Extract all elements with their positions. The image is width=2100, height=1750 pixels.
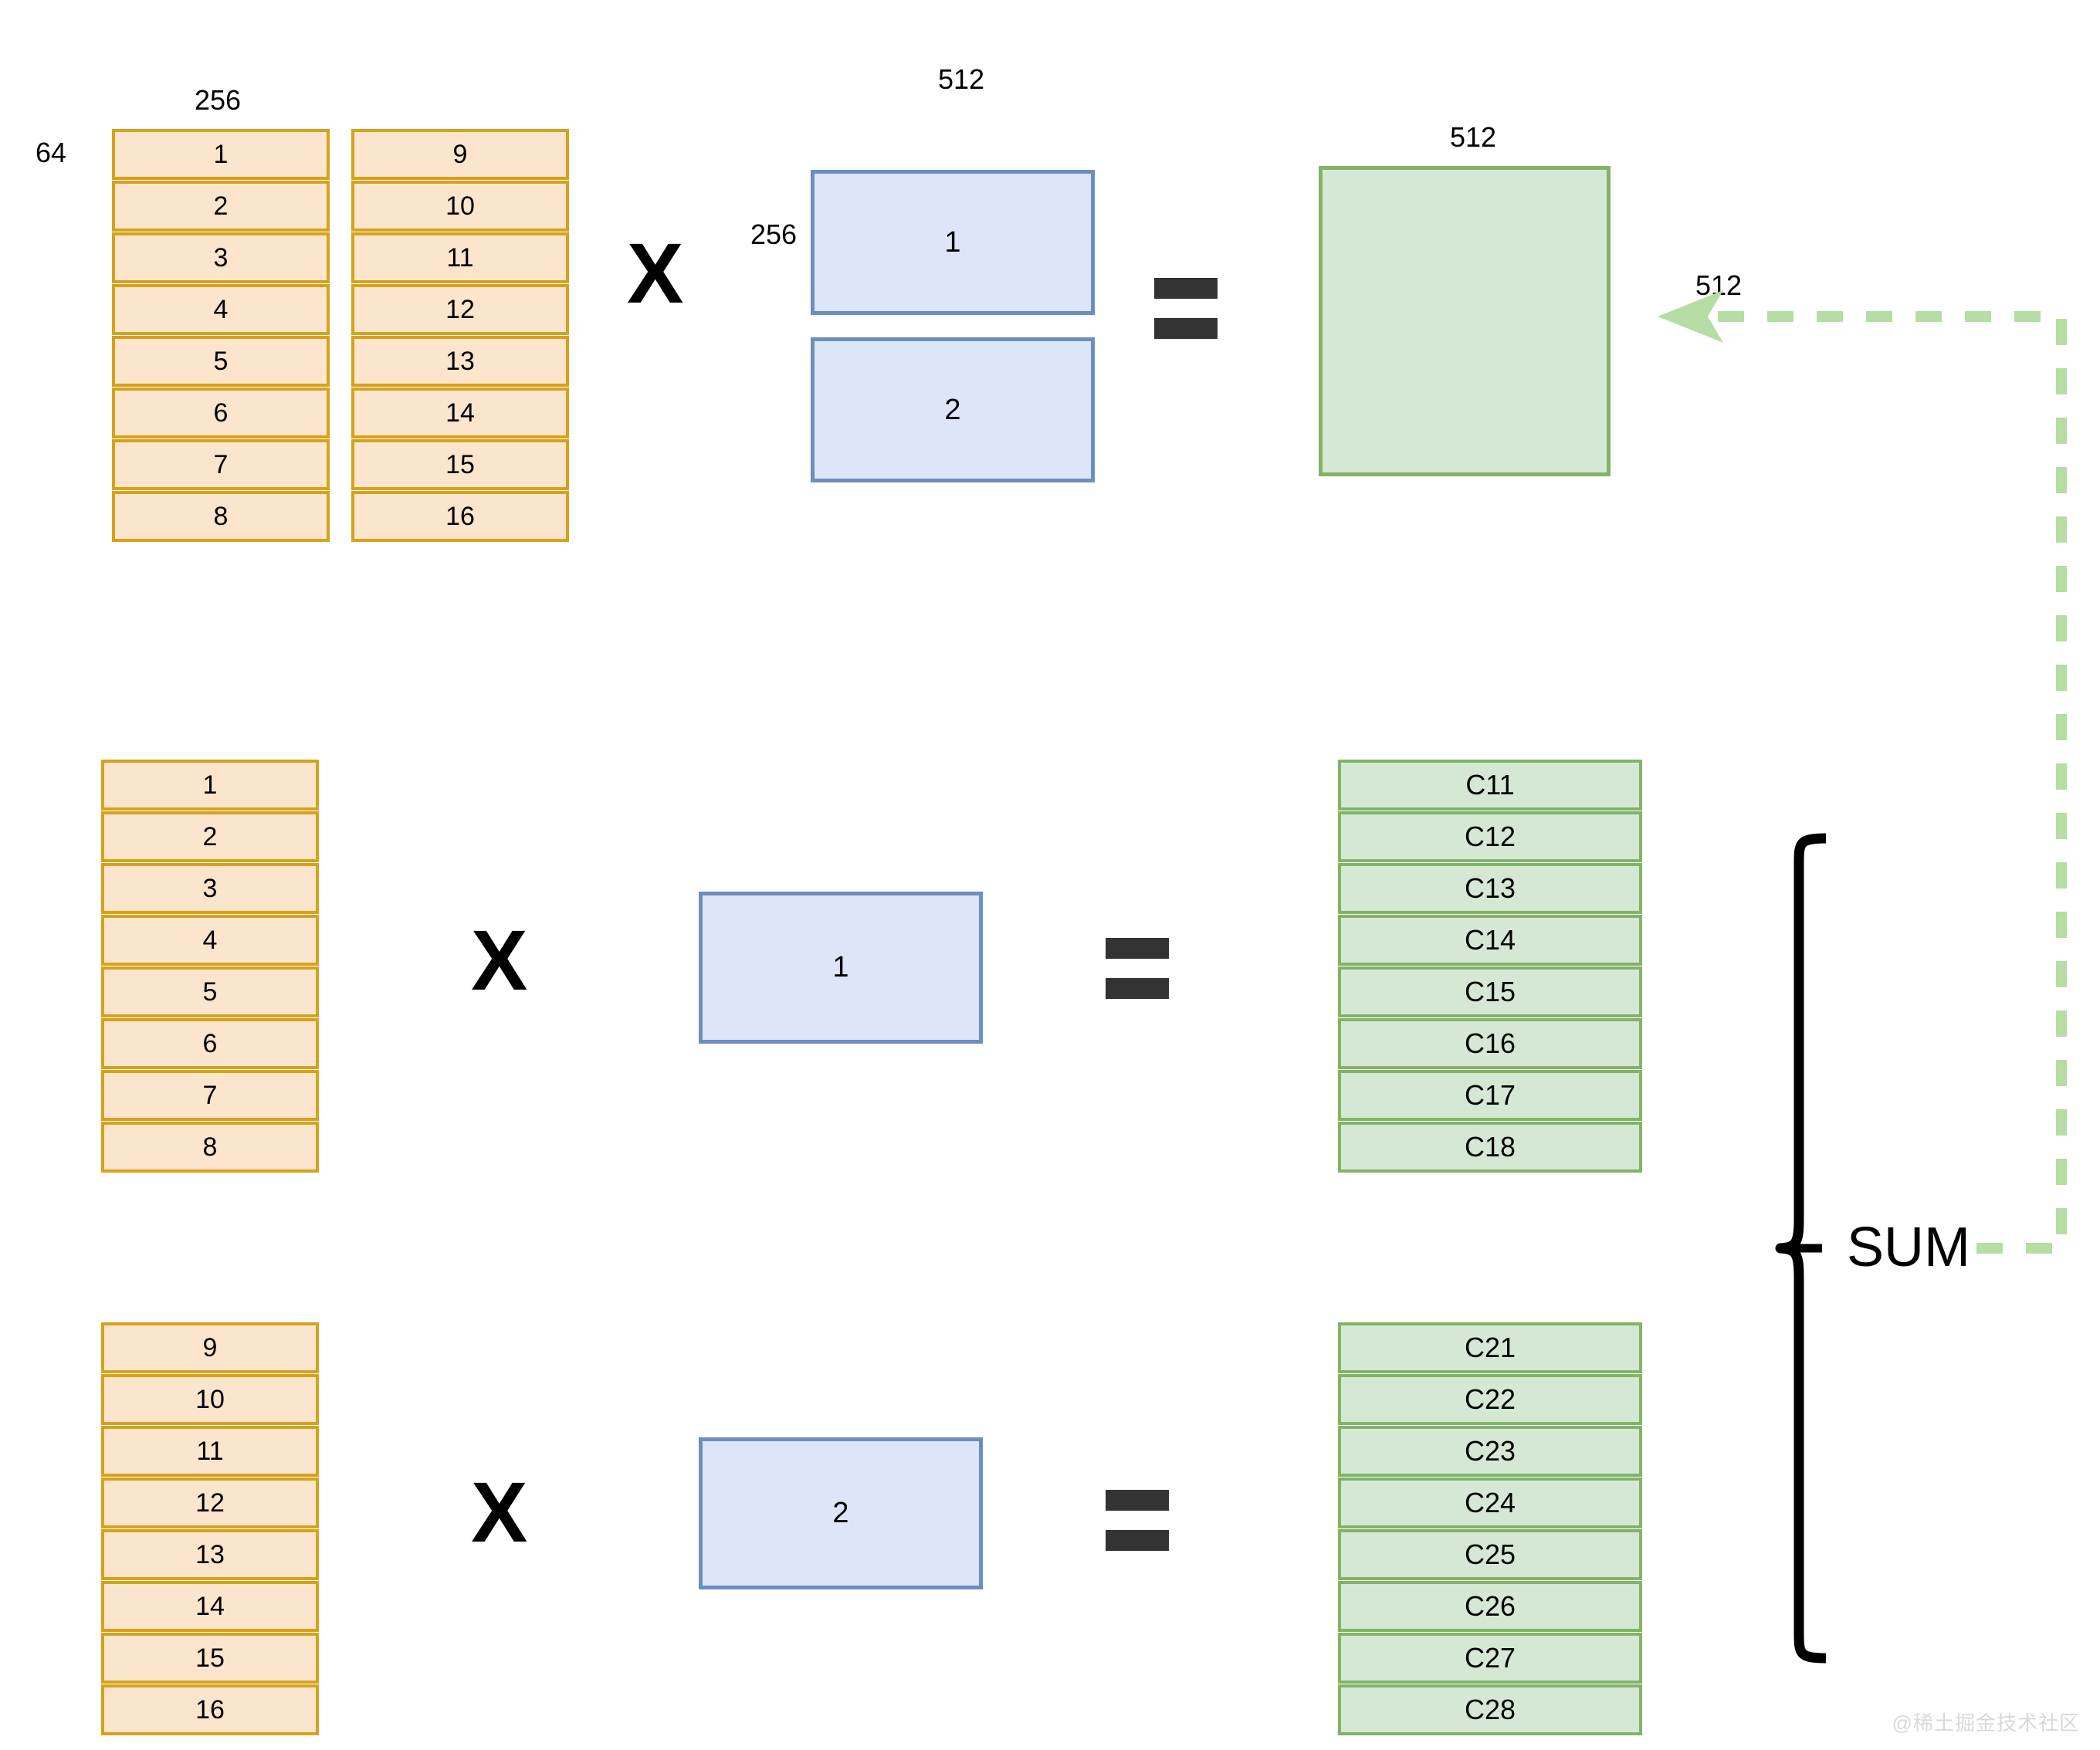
multiply-icon: X	[471, 913, 528, 1008]
matrix-a-cell: 16	[351, 491, 569, 542]
matrix-a-cell: 9	[351, 129, 569, 180]
matrix-c-tile-cell: C11	[1338, 760, 1642, 811]
matrix-c-tile-cell: C15	[1338, 966, 1642, 1017]
equals-bar-bottom	[1106, 1530, 1169, 1551]
matrix-a-cell: 5	[112, 336, 330, 387]
matrix-a-cell: 15	[351, 439, 569, 490]
sum-label: SUM	[1847, 1217, 1970, 1278]
matrix-c-tile-cell: C23	[1338, 1426, 1642, 1477]
matrix-a-tile-cell: 10	[101, 1374, 319, 1425]
equals-bar-top	[1106, 1490, 1169, 1511]
matrix-a-cell: 14	[351, 388, 569, 438]
matrix-b-tile-block: 1	[699, 892, 983, 1044]
matrix-a-cell: 11	[351, 232, 569, 283]
matrix-a-cell: 1	[112, 129, 330, 180]
matrix-c-block	[1319, 166, 1611, 476]
matrix-c-tile-cell: C27	[1338, 1633, 1642, 1684]
matrix-a-cell: 3	[112, 232, 330, 283]
label-b-cols-512: 512	[938, 63, 985, 95]
label-arrow-512: 512	[1695, 269, 1743, 301]
matrix-c-tile-cell: C26	[1338, 1581, 1642, 1632]
label-a-cols-256: 256	[195, 84, 242, 116]
matrix-a-tile-cell: 16	[101, 1684, 319, 1735]
matrix-b-block: 2	[811, 337, 1095, 482]
multiply-icon: X	[471, 1465, 528, 1560]
watermark: @稀土掘金技术社区	[1892, 1711, 2080, 1735]
matrix-a-tile-cell: 13	[101, 1529, 319, 1580]
matrix-a-tile-cell: 11	[101, 1426, 319, 1477]
sum-to-c-dashed-path	[1718, 311, 2067, 1254]
matrix-b-block: 1	[811, 170, 1095, 315]
matrix-a-tile-cell: 7	[101, 1070, 319, 1121]
matrix-a-cell: 7	[112, 439, 330, 490]
matrix-a-cell: 4	[112, 284, 330, 335]
matrix-a-tile-cell: 12	[101, 1478, 319, 1528]
multiply-icon: X	[627, 226, 684, 321]
matrix-a-tile-cell: 14	[101, 1581, 319, 1632]
matrix-a-tile-cell: 3	[101, 863, 319, 914]
matrix-c-tile-cell: C18	[1338, 1122, 1642, 1173]
matrix-a-cell: 8	[112, 491, 330, 542]
matrix-c-tile-cell: C22	[1338, 1374, 1642, 1425]
matrix-a-tile-cell: 15	[101, 1633, 319, 1684]
matrix-a-tile-cell: 6	[101, 1018, 319, 1069]
matrix-c-tile-cell: C24	[1338, 1478, 1642, 1528]
matrix-a-tile-cell: 8	[101, 1122, 319, 1173]
matrix-b-tile-block: 2	[699, 1437, 983, 1589]
matrix-c-tile-cell: C25	[1338, 1529, 1642, 1580]
matrix-a-tile-cell: 4	[101, 915, 319, 966]
matrix-a-cell: 2	[112, 181, 330, 232]
matrix-c-tile-cell: C13	[1338, 863, 1642, 914]
matrix-a-tile-cell: 9	[101, 1322, 319, 1373]
label-c-cols-512: 512	[1450, 121, 1497, 153]
matrix-c-tile-cell: C16	[1338, 1018, 1642, 1069]
matrix-c-tile-cell: C21	[1338, 1322, 1642, 1373]
matrix-a-tile-cell: 1	[101, 760, 319, 811]
equals-bar-bottom	[1154, 318, 1218, 339]
matrix-a-cell: 13	[351, 336, 569, 387]
matrix-c-tile-cell: C12	[1338, 811, 1642, 862]
label-b-rows-256: 256	[750, 218, 798, 250]
equals-bar-top	[1106, 938, 1169, 959]
matrix-a-tile-cell: 2	[101, 811, 319, 862]
matrix-a-cell: 10	[351, 181, 569, 232]
matrix-c-tile-cell: C28	[1338, 1684, 1642, 1735]
equals-bar-bottom	[1106, 978, 1169, 999]
matrix-a-cell: 6	[112, 388, 330, 438]
matrix-c-tile-cell: C14	[1338, 915, 1642, 966]
matrix-c-tile-cell: C17	[1338, 1070, 1642, 1121]
equals-bar-top	[1154, 278, 1218, 299]
matrix-a-cell: 12	[351, 284, 569, 335]
matrix-a-tile-cell: 5	[101, 966, 319, 1017]
sum-brace-icon	[1775, 833, 1827, 1664]
label-rows-64: 64	[36, 137, 67, 168]
